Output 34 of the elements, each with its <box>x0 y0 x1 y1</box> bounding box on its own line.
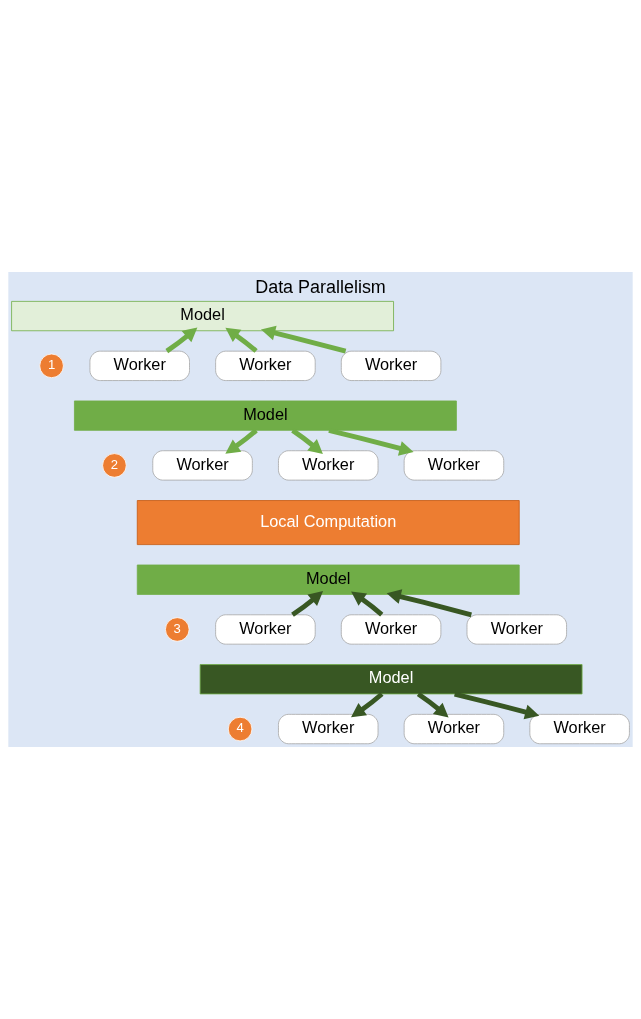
node-circle: 2 <box>102 453 127 478</box>
node-box: Local Computation <box>136 500 520 545</box>
node-box: Worker <box>89 350 190 381</box>
node-box: Model <box>136 564 520 595</box>
node-box: Worker <box>215 614 316 645</box>
arrow <box>260 325 347 354</box>
node-circle: 4 <box>227 716 253 742</box>
node-box: Model <box>74 400 457 431</box>
arrow <box>291 428 323 454</box>
arrow <box>351 692 384 718</box>
arrow <box>386 589 472 618</box>
node-box: Worker <box>340 350 442 381</box>
node-box: Worker <box>278 450 379 481</box>
node-box: Worker <box>215 350 316 381</box>
arrow <box>225 428 258 454</box>
node-box: Worker <box>529 713 630 745</box>
node-circle: 1 <box>39 353 64 379</box>
arrow <box>165 327 198 354</box>
node-box: Worker <box>403 450 505 481</box>
node-box: Worker <box>278 713 379 745</box>
node-box: Worker <box>403 713 505 745</box>
arrow <box>328 428 414 456</box>
arrow <box>454 691 540 720</box>
arrow <box>351 591 384 617</box>
arrow <box>291 591 324 617</box>
node-box: Worker <box>152 450 253 481</box>
node-circle: 3 <box>165 617 190 642</box>
node-box: Model <box>11 300 394 332</box>
node-box: Worker <box>340 614 442 645</box>
arrow <box>225 327 258 353</box>
node-box: Worker <box>466 614 567 645</box>
node-box: Model <box>199 664 583 695</box>
diagram-title: Data Parallelism <box>255 276 386 297</box>
arrow <box>416 692 449 718</box>
